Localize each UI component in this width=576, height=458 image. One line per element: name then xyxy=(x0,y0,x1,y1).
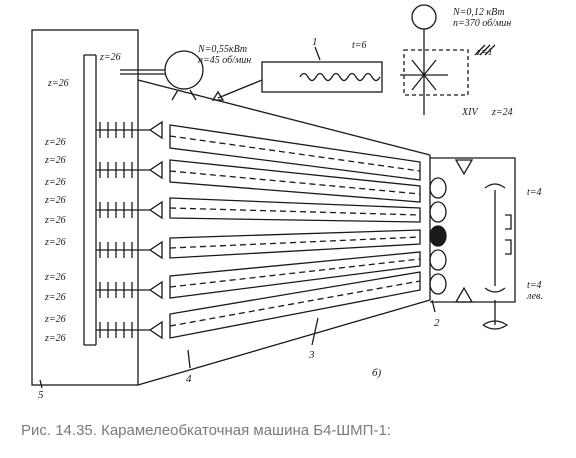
part-number-1: 1 xyxy=(312,36,318,48)
gear-train-column xyxy=(83,54,150,346)
label-z1: z=1 xyxy=(476,47,493,58)
worm-coil xyxy=(299,72,381,82)
top-worm-gear xyxy=(400,59,448,91)
gear-label: z=26 xyxy=(44,292,66,303)
leader-lines xyxy=(39,46,436,389)
roller-axes xyxy=(169,135,421,327)
label-t6: t=6 xyxy=(352,40,367,51)
label-z26-top: z=26 xyxy=(99,52,121,63)
top-motor xyxy=(411,4,437,30)
right-handwheel xyxy=(482,300,509,330)
gear-label: z=26 xyxy=(44,155,66,166)
bottom-support-triangle xyxy=(454,286,474,303)
part-number-4: 4 xyxy=(186,373,192,385)
housing-outline xyxy=(137,79,431,386)
gear-label: z=26 xyxy=(47,78,69,89)
label-z24: z=24 xyxy=(491,107,513,118)
gear-label: z=26 xyxy=(44,195,66,206)
motor-top-speed: n=370 об/мин xyxy=(453,18,511,29)
label-xiv: XIV xyxy=(461,107,479,118)
top-link-rod xyxy=(211,79,263,101)
gear-label: z=26 xyxy=(44,137,66,148)
output-gears xyxy=(429,177,447,295)
roller-group xyxy=(169,124,421,339)
gear-label: z=26 xyxy=(44,314,66,325)
motor-top-power: N=0,12 кВт xyxy=(452,7,505,18)
worm-shaft-box xyxy=(261,61,383,93)
panel-label: б) xyxy=(372,367,382,379)
motor-support xyxy=(171,89,197,101)
motor-main-speed: n=45 об/мин xyxy=(198,55,251,66)
part-number-5: 5 xyxy=(38,389,44,400)
kinematic-diagram: N=0,55кВт n=45 об/мин N=0,12 кВт n=370 о… xyxy=(31,4,543,400)
motor-main-power: N=0,55кВт xyxy=(197,44,247,55)
label-t4-bottom: t=4 xyxy=(527,280,542,291)
frame-body xyxy=(31,29,139,386)
top-gearbox xyxy=(403,49,469,96)
top-ground-mark xyxy=(474,44,496,56)
motor-belt xyxy=(120,69,165,75)
gear-label: z=26 xyxy=(44,272,66,283)
right-chain-drive xyxy=(484,183,512,293)
top-support-triangle xyxy=(454,159,474,176)
gear-label: z=26 xyxy=(44,237,66,248)
gear-label: z=26 xyxy=(44,177,66,188)
label-lev: лев. xyxy=(526,291,543,302)
gear-label: z=26 xyxy=(44,215,66,226)
part-number-3: 3 xyxy=(308,349,315,361)
label-t4-top: t=4 xyxy=(527,187,542,198)
roller-bearings xyxy=(148,120,163,340)
figure-caption: Рис. 14.35. Карамелеобкаточная машина Б4… xyxy=(21,422,391,439)
gear-label: z=26 xyxy=(44,333,66,344)
part-number-2: 2 xyxy=(434,317,440,329)
